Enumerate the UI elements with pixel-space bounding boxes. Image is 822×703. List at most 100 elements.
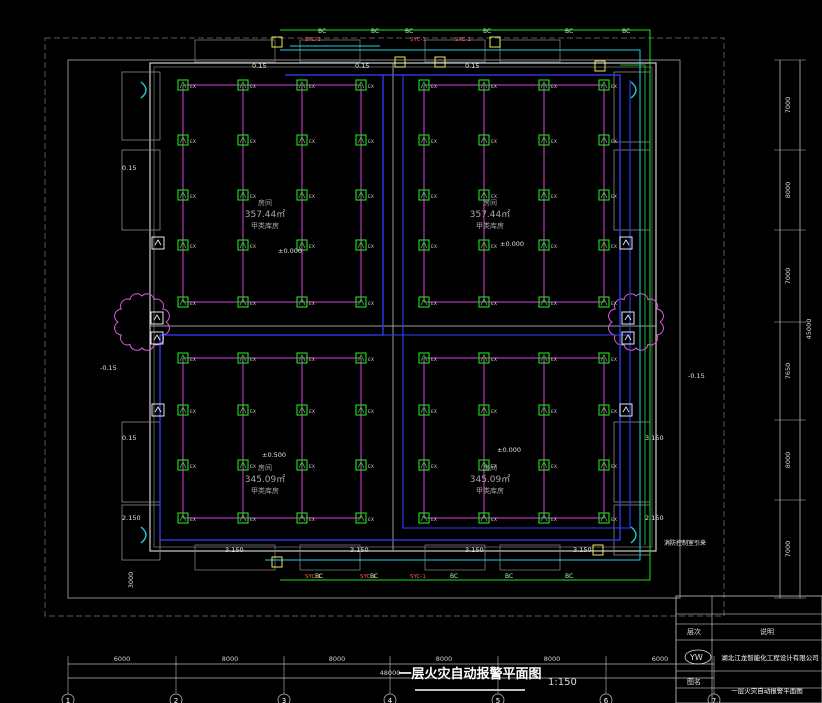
hydrant-3 [630,526,637,544]
smoke-detector-49: EX [478,296,497,308]
smoke-detector-46: EX [478,134,497,146]
smoke-detector-63-mark [600,81,608,89]
smoke-detector-31: EX [355,296,374,308]
manual-alarm-mark-4 [154,239,162,246]
module-6 [434,56,446,68]
smoke-detector-39-mark [420,241,428,249]
smoke-detector-56-tag: EX [551,194,557,200]
smoke-detector-34: EX [355,459,374,471]
circuit-tag-top-5: BC [622,28,630,35]
axis-bubble-2 [277,693,291,703]
smoke-detector-55-box [538,134,550,146]
side-bay-1 [121,149,161,231]
smoke-detector-40-box [418,296,430,308]
smoke-detector-20: EX [296,189,315,201]
elevation-1: 0.15 [355,62,369,70]
smoke-detector-15: EX [237,404,256,416]
smoke-detector-15-box [237,404,249,416]
smoke-detector-1-tag: EX [190,139,196,145]
smoke-detector-24-tag: EX [309,409,315,415]
axis-bubble-0 [61,693,75,703]
smoke-detector-4: EX [177,296,196,308]
smoke-detector-63: EX [598,79,617,91]
room-area-0: 357.44㎡ [245,209,286,220]
axis-bubble-6 [707,693,721,703]
smoke-detector-53-mark [480,514,488,522]
smoke-detector-50: EX [478,352,497,364]
smoke-detector-11-tag: EX [250,194,256,200]
circuit-tag-bot-0: BC [315,573,323,580]
smoke-detector-54-mark [540,81,548,89]
manual-alarm-1 [150,331,164,345]
elevation-9: ±0.000 [497,446,521,454]
smoke-detector-34-box [355,459,367,471]
elevation-11: 2.150 [122,514,141,522]
circuit-tag-bot-2: BC [450,573,458,580]
smoke-detector-58-box [538,296,550,308]
smoke-detector-63-tag: EX [611,84,617,90]
smoke-detector-48: EX [478,239,497,251]
smoke-detector-67: EX [598,296,617,308]
room-type-0: 甲类库房 [251,221,279,230]
sc-tag-4: SYC-1 [305,574,321,580]
smoke-detector-13-mark [239,298,247,306]
smoke-detector-43-mark [420,461,428,469]
manual-alarm-mark-3 [624,334,632,341]
smoke-detector-44: EX [418,512,437,524]
smoke-detector-63-box [598,79,610,91]
titleblock-drawing-name: 一层火灾自动报警平面图 [731,686,803,695]
manual-alarm-mark-7 [622,406,630,413]
dim-bottom-0: 6000 [114,655,131,663]
titleblock-logo: YW [689,653,703,662]
smoke-detector-35: EX [355,512,374,524]
titleblock-company: 湖北江龙智能化工程设计有限公司 [721,653,819,662]
perimeter-cyan [265,49,641,561]
smoke-detector-45: EX [478,79,497,91]
smoke-detector-66-tag: EX [611,244,617,250]
room-label-3: 房间 [483,463,497,472]
circuit-tag-top-4: BC [565,28,573,35]
smoke-detector-25-box [296,459,308,471]
manual-alarm-6 [619,236,633,250]
entry-frame-5 [299,544,361,571]
smoke-detector-5-mark [179,354,187,362]
smoke-detector-19-mark [298,136,306,144]
axis-number-3: 4 [388,697,393,703]
smoke-detector-25-tag: EX [309,464,315,470]
smoke-detector-28: EX [355,134,374,146]
smoke-detector-53-box [478,512,490,524]
titleblock-label-1: 图名 [687,677,701,686]
smoke-detector-21: EX [296,239,315,251]
smoke-detector-31-box [355,296,367,308]
smoke-detector-65: EX [598,189,617,201]
smoke-detector-71: EX [598,512,617,524]
smoke-detector-37: EX [418,134,437,146]
smoke-detector-71-tag: EX [611,517,617,523]
smoke-detector-50-box [478,352,490,364]
entry-frame-4 [194,544,276,571]
dim-right-5: 7000 [784,541,792,558]
smoke-detector-27-tag: EX [368,84,374,90]
smoke-detector-62-mark [540,514,548,522]
smoke-detector-12-box [237,239,249,251]
manual-alarm-0 [150,311,164,325]
smoke-detector-64-box [598,134,610,146]
axis-number-4: 5 [496,697,500,703]
smoke-detector-24-box [296,404,308,416]
smoke-detector-15-mark [239,406,247,414]
inner-wall [149,62,657,552]
smoke-detector-59: EX [538,352,557,364]
sc-tag-1: SYC-1 [305,37,321,43]
smoke-detector-22-mark [298,298,306,306]
smoke-detector-36-mark [420,81,428,89]
elevation-6: -0.15 [688,372,705,380]
device-layer: EX EX EX EX EX EX EX EX EX EX EX EX EX EX EX EX EX EX EX EX… [140,36,637,568]
manual-alarm-5 [151,403,165,417]
elevation-10: 0.15 [122,434,136,442]
manual-alarm-mark-6 [622,239,630,246]
smoke-detector-31-tag: EX [368,301,374,307]
manual-alarm-box-0 [150,311,164,325]
smoke-detector-44-tag: EX [431,517,437,523]
smoke-detector-6-tag: EX [190,409,196,415]
smoke-detector-62-tag: EX [551,517,557,523]
